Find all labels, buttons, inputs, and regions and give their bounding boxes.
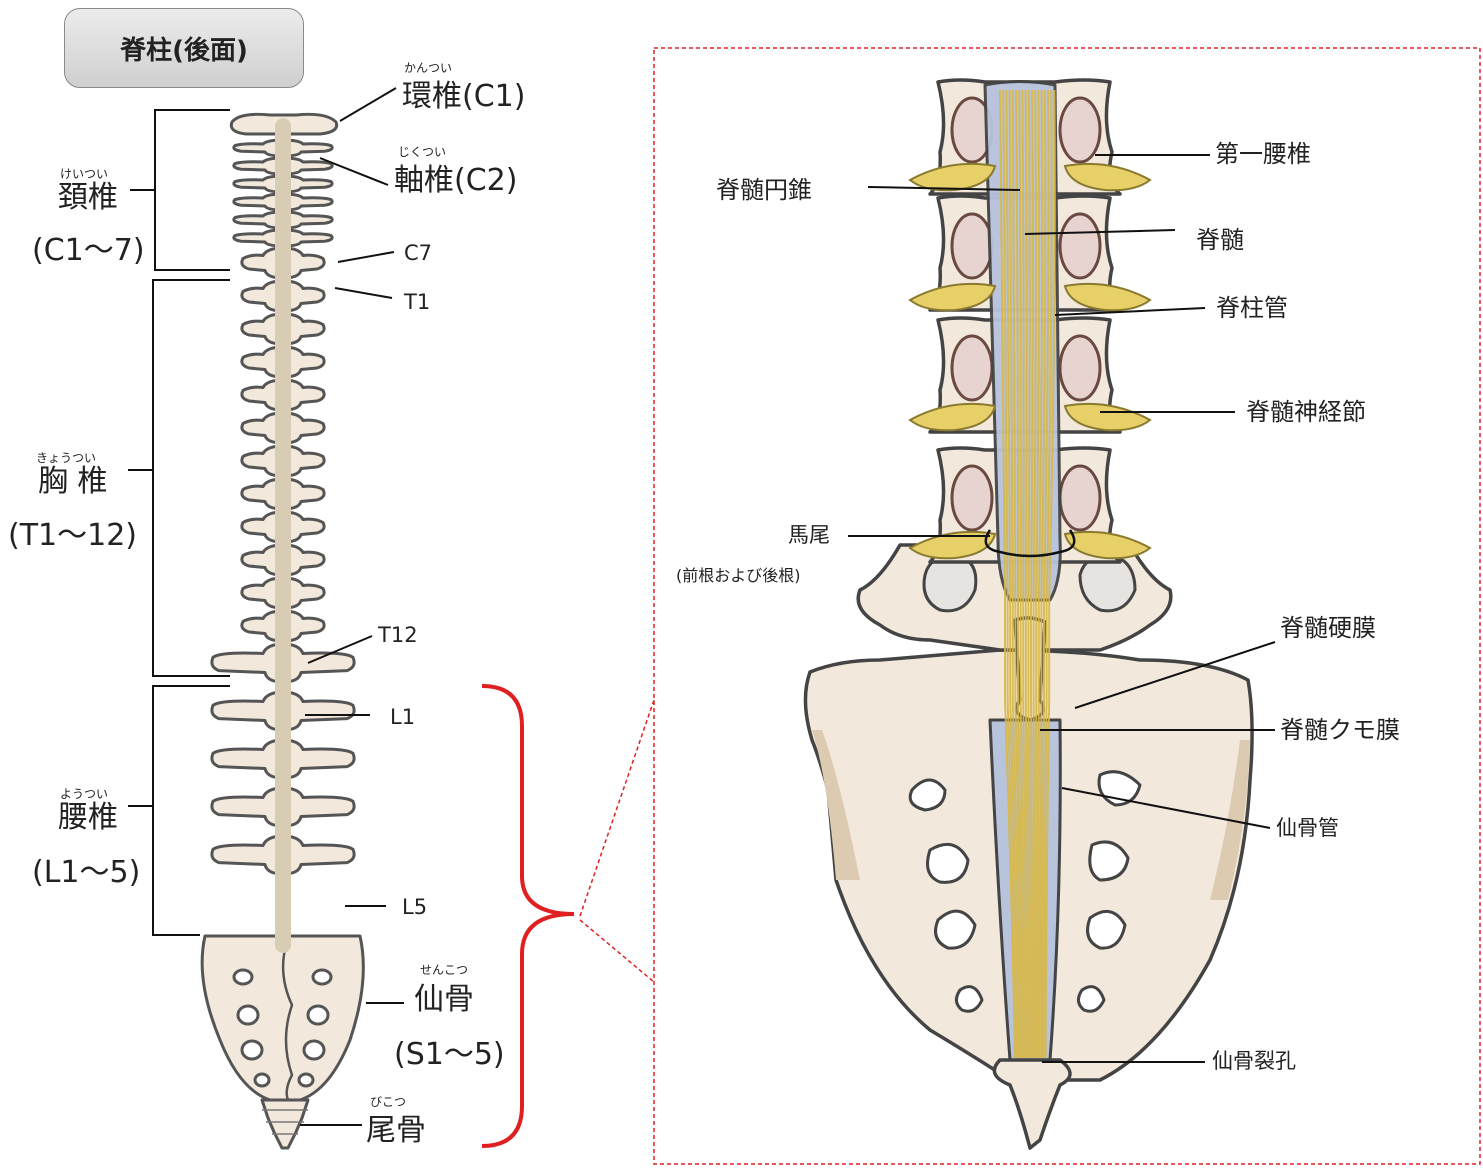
detail-pedicle (952, 336, 992, 400)
ruby-atlas: かんつい (404, 62, 452, 74)
detail-pedicle (952, 214, 992, 278)
label-thoracic: 胸 椎 (38, 467, 108, 497)
label-lumbar: 腰椎 (58, 803, 118, 833)
label-l1-vertebra: 第一腰椎 (1215, 142, 1311, 166)
ruby-axis: じくつい (398, 146, 446, 158)
label-c7: C7 (404, 243, 432, 264)
label-sacrum-range: (S1〜5) (394, 1040, 505, 1070)
ruby-cervical: けいつい (60, 168, 108, 180)
label-axis: 軸椎(C2) (394, 166, 517, 196)
label-sacral-canal: 仙骨管 (1276, 818, 1339, 839)
label-sacral-hiatus: 仙骨裂孔 (1212, 1051, 1296, 1072)
range-lumbar: (L1〜5) (32, 858, 140, 888)
zoom-connector (580, 700, 654, 982)
detail-pedicle (1060, 336, 1100, 400)
label-spinal-canal: 脊柱管 (1216, 296, 1288, 320)
label-atlas: 環椎(C1) (402, 82, 525, 112)
detail-pedicle (1060, 214, 1100, 278)
left-spinal-canal (275, 118, 291, 953)
label-ganglion: 脊髄神経節 (1246, 400, 1366, 424)
ruby-thoracic: きょうつい (36, 452, 96, 464)
label-conus: 脊髄円錐 (716, 178, 812, 202)
label-l1: L1 (390, 707, 415, 728)
label-t12: T12 (378, 625, 418, 646)
detail-pedicle (1060, 98, 1100, 162)
red-curly-brace (482, 686, 574, 1146)
detail-pedicle (952, 466, 992, 530)
range-thoracic: (T1〜12) (8, 521, 137, 551)
label-cervical: 頚椎 (58, 183, 118, 213)
label-l5: L5 (402, 897, 427, 918)
label-arachnoid: 脊髄クモ膜 (1280, 718, 1400, 742)
label-dura: 脊髄硬膜 (1280, 616, 1376, 640)
label-cauda-note: (前根および後根) (676, 568, 801, 584)
ruby-lumbar: ようつい (60, 788, 108, 800)
label-sacrum: 仙骨 (414, 985, 474, 1015)
ruby-sacrum: せんこつ (420, 964, 468, 976)
label-spinal-cord: 脊髄 (1196, 228, 1244, 252)
page-title: 脊柱(後面) (64, 8, 304, 88)
detail-pedicle (1060, 466, 1100, 530)
label-t1: T1 (404, 292, 430, 313)
label-cauda: 馬尾 (788, 525, 830, 546)
range-cervical: (C1〜7) (32, 236, 145, 266)
label-coccyx: 尾骨 (366, 1116, 426, 1146)
ruby-coccyx: びこつ (370, 1096, 406, 1108)
